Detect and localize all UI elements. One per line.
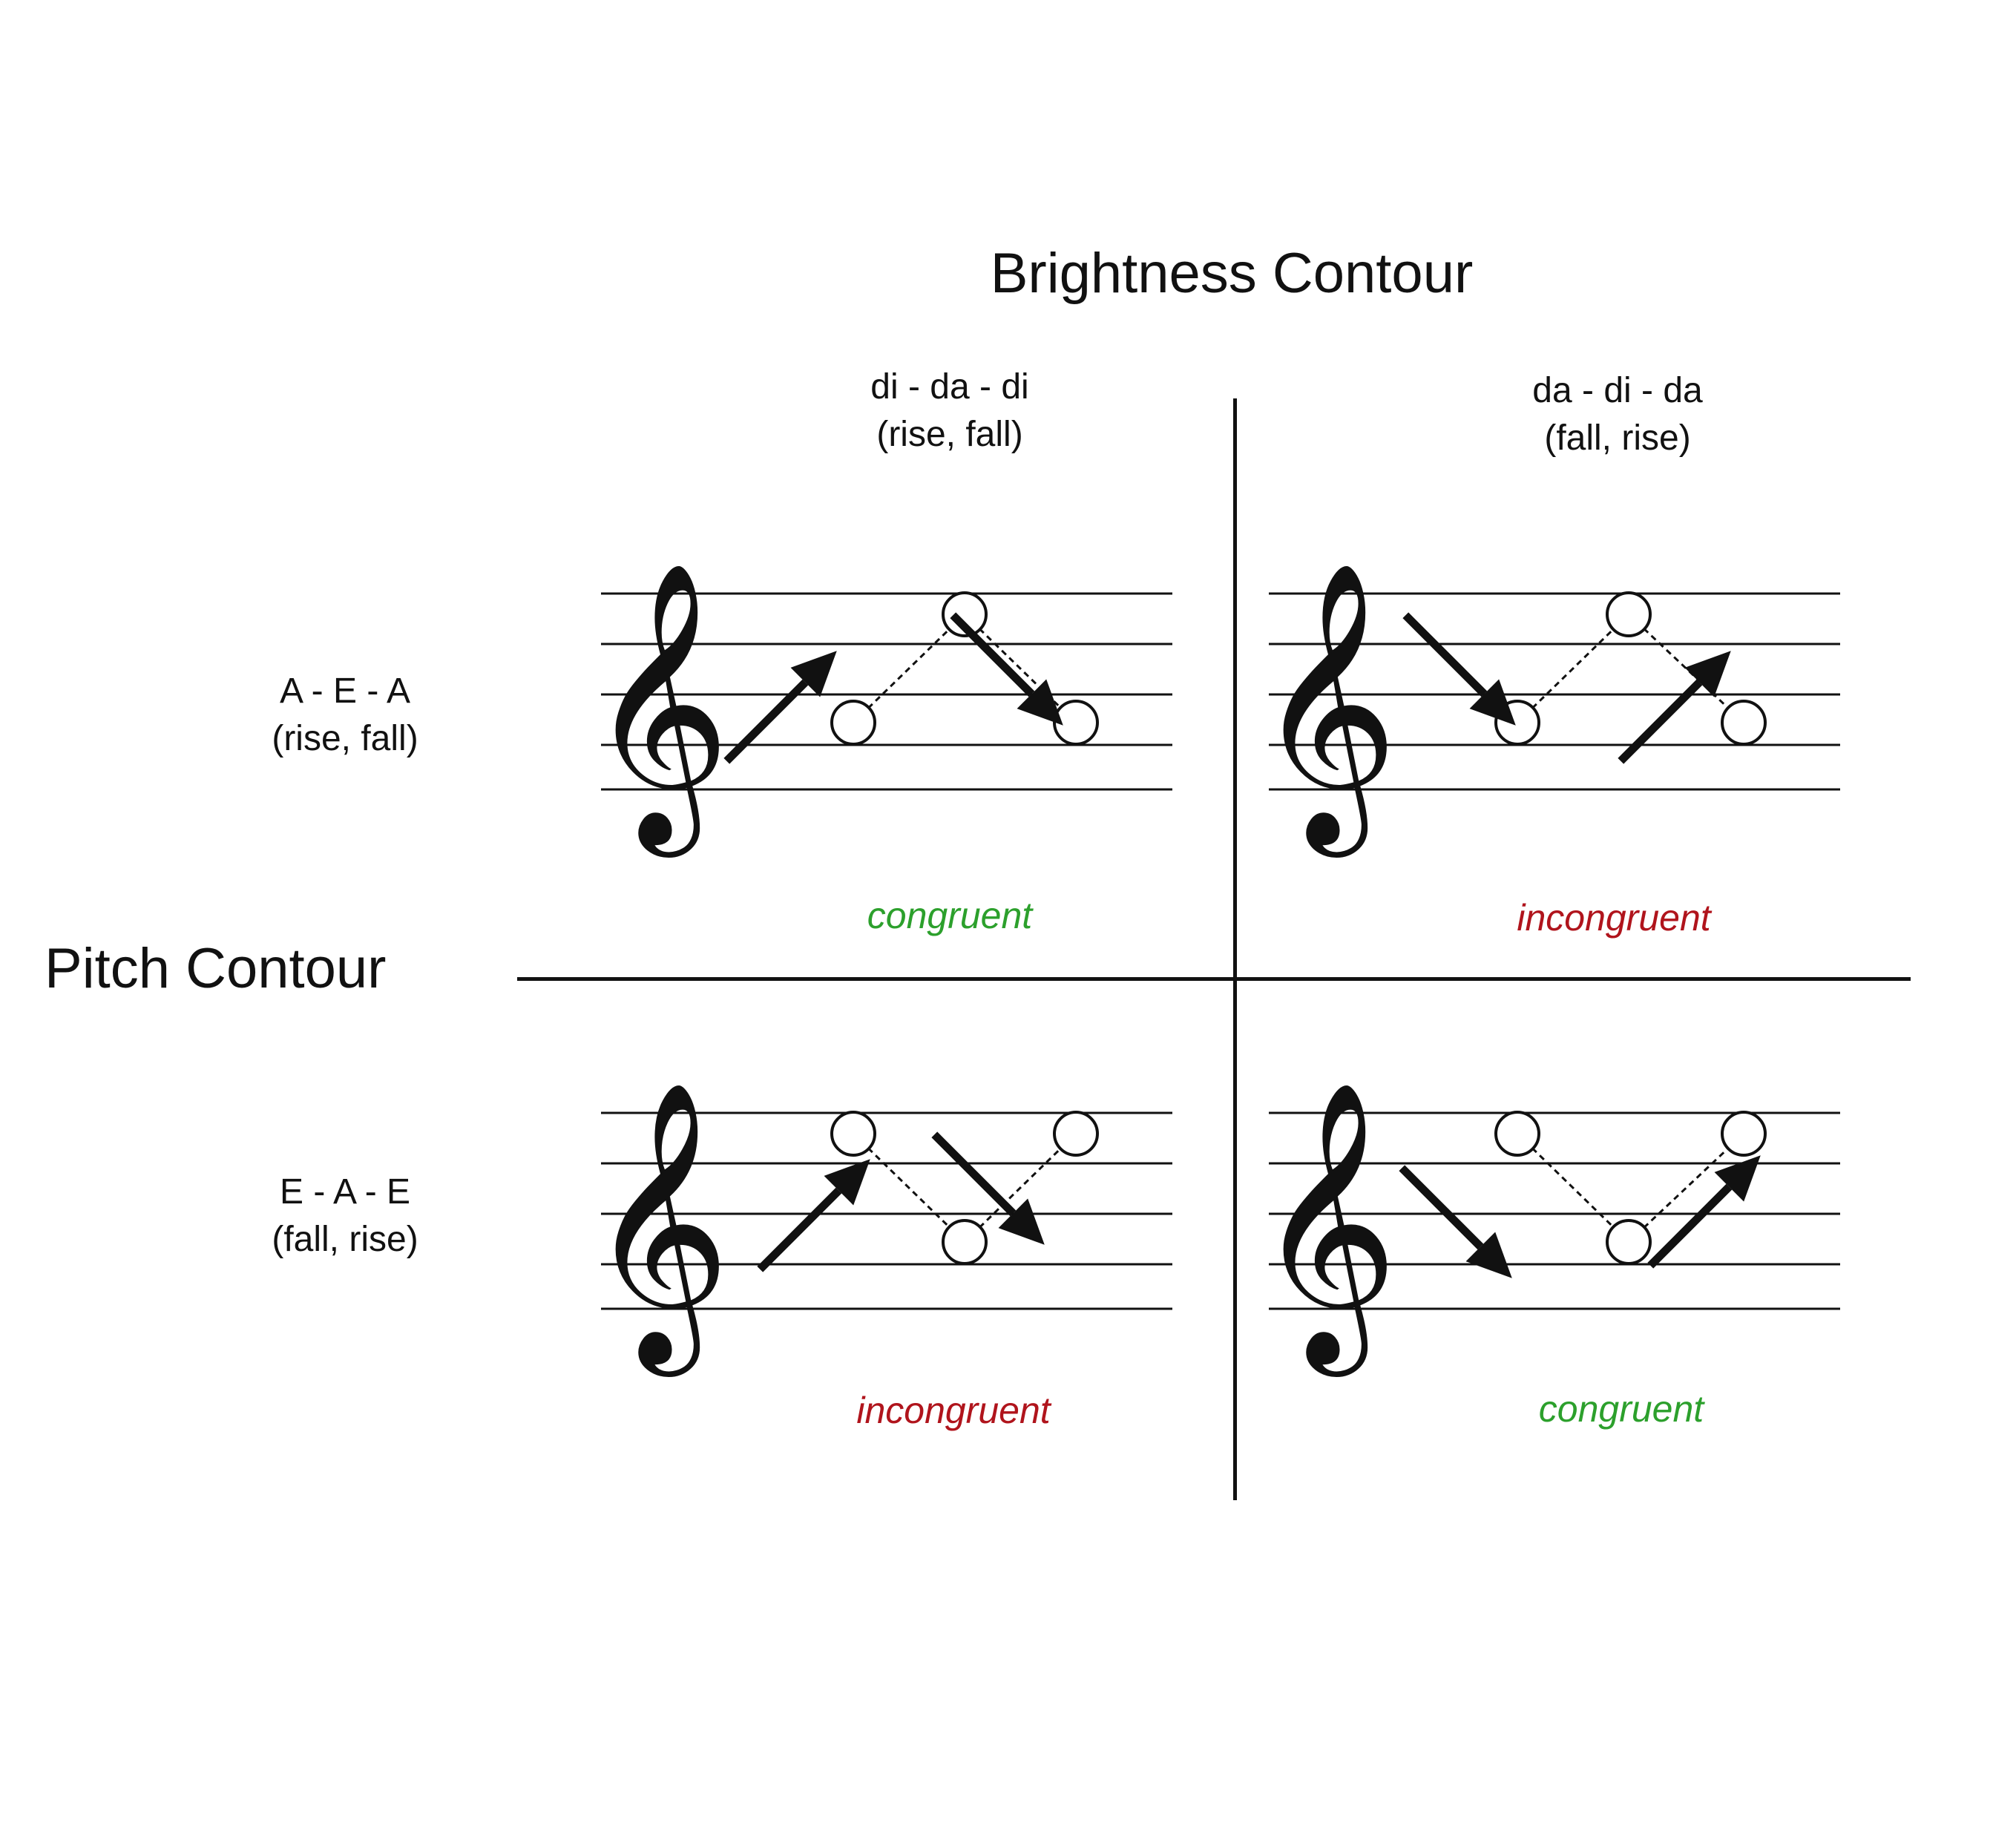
fall-arrow-icon	[1399, 1165, 1484, 1250]
arrow-head-icon	[998, 1198, 1045, 1245]
note-head-icon	[830, 700, 876, 746]
note-head-icon	[1606, 591, 1652, 637]
contour-connector-line	[1516, 1132, 1630, 1243]
contour-connector-line	[1627, 613, 1745, 724]
row-header-notes: E - A - E	[279, 1172, 411, 1212]
contour-connector-line	[963, 1132, 1077, 1243]
contour-connector-line	[1516, 613, 1630, 724]
row-header-notes: A - E - A	[279, 671, 411, 711]
row-header-e-a-e: E - A - E (fall, rise)	[208, 1169, 482, 1264]
column-header-syllables: da - di - da	[1532, 371, 1703, 410]
horizontal-divider	[517, 977, 1911, 981]
staff-panel-top-left: 𝄞	[586, 559, 1172, 859]
fall-arrow-icon	[950, 612, 1035, 697]
fall-arrow-icon	[1402, 612, 1488, 697]
note-head-icon	[1721, 700, 1767, 746]
treble-clef-icon: 𝄞	[586, 1079, 731, 1379]
arrow-head-icon	[1469, 679, 1516, 726]
arrow-head-icon	[824, 1159, 870, 1206]
note-head-icon	[1053, 1111, 1099, 1157]
arrow-head-icon	[1714, 1155, 1761, 1202]
verdict-bottom-right: congruent	[1538, 1388, 1704, 1430]
row-header-direction: (fall, rise)	[272, 1220, 418, 1259]
arrow-head-icon	[1465, 1232, 1512, 1278]
staff-panel-bottom-left: 𝄞	[586, 1079, 1172, 1379]
note-head-icon	[1606, 1219, 1652, 1265]
rise-arrow-icon	[1618, 679, 1703, 764]
treble-clef-icon: 𝄞	[1254, 559, 1399, 859]
note-head-icon	[942, 1219, 988, 1265]
note-head-icon	[942, 591, 988, 637]
treble-clef-icon: 𝄞	[1254, 1079, 1399, 1379]
pitch-contour-title: Pitch Contour	[45, 937, 387, 1000]
row-header-a-e-a: A - E - A (rise, fall)	[208, 668, 482, 763]
note-head-icon	[830, 1111, 876, 1157]
note-head-icon	[1053, 700, 1099, 746]
verdict-bottom-left: incongruent	[856, 1390, 1051, 1431]
row-header-direction: (rise, fall)	[272, 719, 418, 758]
contour-connector-line	[1627, 1132, 1745, 1243]
treble-clef-icon: 𝄞	[586, 559, 731, 859]
column-header-direction: (rise, fall)	[876, 415, 1023, 454]
staff-panel-top-right: 𝄞	[1254, 559, 1840, 859]
verdict-top-left: congruent	[867, 895, 1033, 936]
rise-arrow-icon	[757, 1187, 842, 1272]
rise-arrow-icon	[1647, 1183, 1733, 1269]
arrow-head-icon	[1684, 651, 1731, 697]
note-head-icon	[1721, 1111, 1767, 1157]
staff-panel-bottom-right: 𝄞	[1254, 1079, 1840, 1379]
note-head-icon	[1494, 1111, 1540, 1157]
arrow-head-icon	[790, 651, 837, 697]
contour-connector-line	[852, 1132, 966, 1243]
contour-connector-line	[852, 613, 966, 724]
fall-arrow-icon	[931, 1131, 1017, 1217]
arrow-head-icon	[1017, 679, 1063, 726]
column-header-syllables: di - da - di	[870, 367, 1029, 407]
vertical-divider	[1233, 398, 1237, 1500]
rise-arrow-icon	[723, 679, 809, 764]
column-header-da-di-da: da - di - da (fall, rise)	[1469, 367, 1766, 462]
brightness-contour-title: Brightness Contour	[990, 242, 1474, 305]
column-header-di-da-di: di - da - di (rise, fall)	[801, 364, 1098, 459]
column-header-direction: (fall, rise)	[1544, 418, 1691, 458]
contour-connector-line	[963, 613, 1077, 724]
verdict-top-right: incongruent	[1517, 897, 1711, 939]
